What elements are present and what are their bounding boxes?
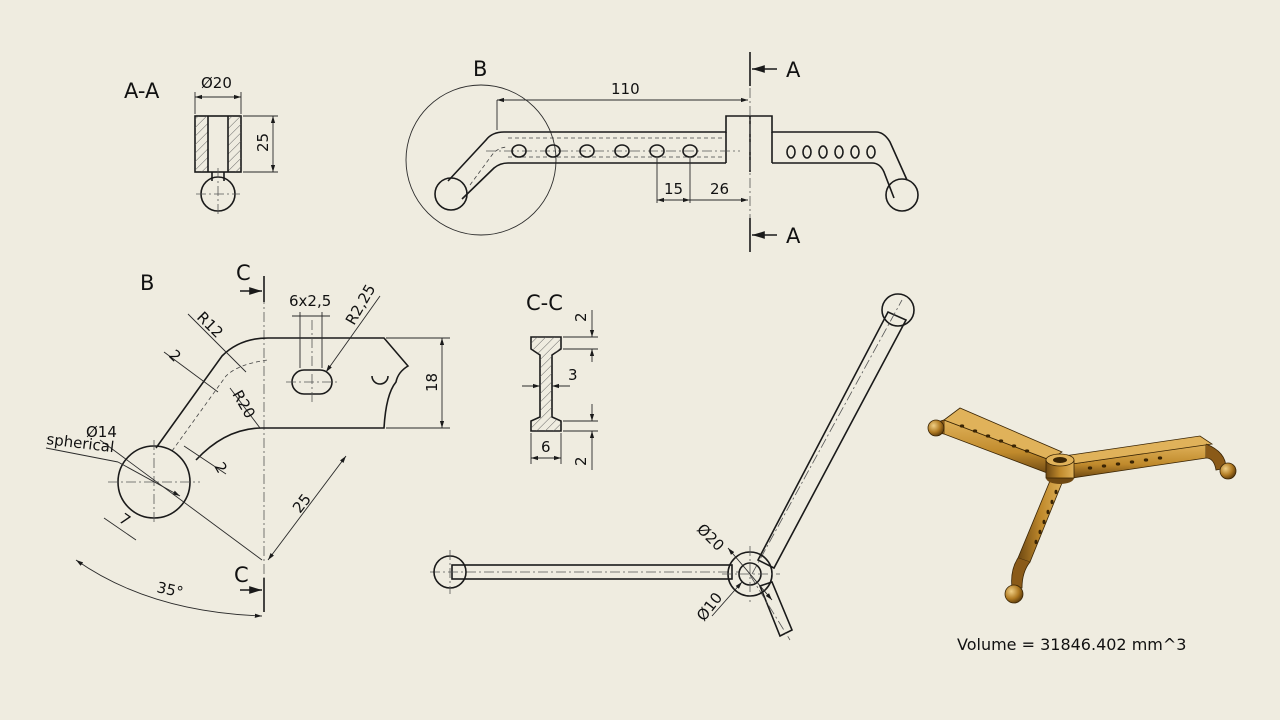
dim-height-18: 18 bbox=[423, 373, 441, 392]
dim-front-length: 110 bbox=[611, 80, 640, 98]
detail-b-view: B C C R12 6x2,5 R2,25 2 bbox=[46, 261, 450, 618]
hatch-left-wall bbox=[195, 116, 208, 172]
detail-b-circle bbox=[405, 84, 557, 236]
dim-angle: 35° bbox=[155, 578, 185, 601]
section-cc-title: C-C bbox=[526, 291, 563, 315]
section-mark-a-top: A bbox=[786, 58, 801, 82]
dim-front-offset: 26 bbox=[710, 180, 729, 198]
section-aa-title: A-A bbox=[124, 79, 160, 103]
dim-cc-flange-width: 6 bbox=[541, 438, 551, 456]
section-mark-a-bottom: A bbox=[786, 224, 801, 248]
volume-readout: Volume = 31846.402 mm^3 bbox=[957, 635, 1186, 654]
section-mark-c-bottom: C bbox=[234, 563, 249, 587]
dim-aa-diameter: Ø20 bbox=[201, 74, 232, 92]
top-view: Ø20 Ø10 bbox=[430, 293, 915, 641]
hatch-right-wall bbox=[228, 116, 241, 172]
dim-top-hub-inner: Ø10 bbox=[693, 589, 726, 624]
dim-cc-web: 3 bbox=[568, 366, 578, 384]
detail-b-title: B bbox=[140, 271, 154, 295]
iso-model bbox=[927, 407, 1237, 604]
dim-wall-upper: 2 bbox=[165, 346, 184, 365]
dim-25: 25 bbox=[289, 490, 315, 516]
dim-hole-pattern: 6x2,5 bbox=[289, 292, 331, 310]
dim-aa-height: 25 bbox=[254, 133, 272, 152]
dim-cc-top-flange: 2 bbox=[572, 312, 590, 322]
section-aa-view: A-A Ø20 25 bbox=[124, 74, 278, 216]
section-mark-c-top: C bbox=[236, 261, 251, 285]
dim-wall-lower: 2 bbox=[211, 459, 231, 476]
dim-7: 7 bbox=[116, 510, 134, 530]
dim-cc-bottom-flange: 2 bbox=[572, 456, 590, 466]
dim-front-pitch: 15 bbox=[664, 180, 683, 198]
dim-top-hub-outer: Ø20 bbox=[693, 520, 728, 555]
dim-r12: R12 bbox=[193, 308, 227, 342]
section-cc-view: C-C 2 3 2 6 bbox=[522, 291, 598, 470]
front-detail-label: B bbox=[473, 57, 487, 81]
dim-ball-diameter: Ø14 bbox=[86, 423, 117, 441]
front-view: B A A bbox=[405, 52, 919, 252]
hatch-i-section bbox=[531, 337, 561, 431]
